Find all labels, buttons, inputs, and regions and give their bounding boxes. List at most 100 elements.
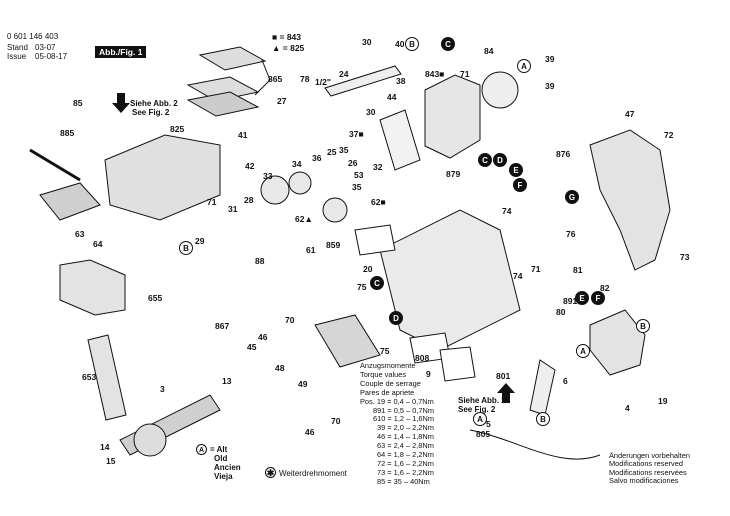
alt-marker-icon: A — [196, 444, 207, 455]
callout-siehe2a: Siehe Abb. 2 — [130, 99, 178, 108]
callout-891: 891 — [563, 296, 578, 306]
callout-805: 805 — [476, 429, 491, 439]
issue-label: Issue — [7, 52, 27, 61]
modifications-line: Modifications reservées — [609, 467, 687, 477]
callout-26: 26 — [348, 158, 358, 168]
torque-row: 46 = 1,4 – 1,8Nm — [377, 432, 434, 442]
alt-legend-line: Old — [214, 454, 228, 463]
callout-C2: C — [478, 153, 492, 167]
callout-28: 28 — [244, 195, 254, 205]
callout-19: 19 — [658, 396, 668, 406]
label-plate-20 — [354, 224, 396, 256]
label-plate-9 — [439, 346, 476, 382]
callout-F1: F — [513, 178, 527, 192]
callout-F2: F — [591, 291, 605, 305]
fan-part — [133, 423, 167, 457]
auxiliary-handle-grip — [87, 334, 127, 421]
callout-32: 32 — [373, 162, 383, 172]
rotation-note: Weiterdrehmoment — [279, 469, 347, 478]
callout-36: 36 — [312, 153, 322, 163]
callout-53: 53 — [354, 170, 364, 180]
torque-row: 891 = 0,5 – 0,7Nm — [373, 405, 435, 415]
modifications-line: Änderungen vorbehalten — [609, 451, 690, 460]
callout-3: 3 — [160, 384, 165, 394]
torque-row: 63 = 2,4 – 2,8Nm — [377, 441, 434, 451]
gear-34 — [288, 171, 312, 195]
torque-row: Pos. 19 = 0,4 – 0,7Nm — [360, 396, 434, 406]
field-coil-part — [314, 314, 381, 368]
callout-33: 33 — [263, 171, 273, 181]
callout-G1: G — [565, 190, 579, 204]
callout-47: 47 — [625, 109, 635, 119]
callout-D1: D — [493, 153, 507, 167]
cable-sleeve-part — [529, 359, 556, 416]
callout-B_mid: B — [179, 241, 193, 255]
modifications-line: Modifications reserved — [609, 459, 683, 469]
legend-843: ■ = 843 — [272, 32, 302, 42]
callout-885: 885 — [60, 128, 75, 138]
alt-legend-line: Ancien — [214, 463, 241, 472]
callout-42: 42 — [245, 161, 255, 171]
disc-84 — [481, 71, 519, 109]
callout-A_right: A — [576, 344, 590, 358]
document-number: 0 601 146 403 — [7, 32, 59, 41]
callout-62a: 62■ — [371, 197, 386, 207]
see-fig2-arrow-bottom — [497, 383, 515, 403]
callout-38: 38 — [396, 76, 406, 86]
torque-row: 64 = 1,8 – 2,2Nm — [377, 450, 434, 460]
callout-74: 74 — [502, 206, 512, 216]
callout-A_bot: A — [473, 412, 487, 426]
callout-4: 4 — [625, 403, 630, 413]
torque-title-es: Pares de apriete — [360, 387, 415, 397]
callout-76: 76 — [566, 229, 576, 239]
callout-9: 9 — [426, 369, 431, 379]
modifications-note: Änderungen vorbehalten Modifications res… — [609, 451, 690, 486]
callout-24: 24 — [339, 69, 349, 79]
callout-E2: E — [575, 291, 589, 305]
callout-63: 63 — [75, 229, 85, 239]
callout-653: 653 — [82, 372, 97, 382]
torque-title-fr: Couple de serrage — [360, 378, 421, 388]
callout-81: 81 — [573, 265, 583, 275]
issue-value: 05-08-17 — [35, 52, 68, 61]
callout-46b: 46 — [305, 427, 315, 437]
torque-table: Anzugsmomente Torque values Couple de se… — [360, 361, 435, 487]
drill-chuck-part — [39, 182, 101, 221]
callout-39a: 39 — [545, 54, 555, 64]
alt-legend-line: = Alt — [210, 445, 228, 454]
callout-14: 14 — [100, 442, 110, 452]
callout-30b: 30 — [366, 107, 376, 117]
callout-71c: 71 — [531, 264, 541, 274]
callout-85: 85 — [73, 98, 83, 108]
callout-45: 45 — [247, 342, 257, 352]
callout-64: 64 — [93, 239, 103, 249]
callout-6: 6 — [563, 376, 568, 386]
auxiliary-handle-clamp — [59, 259, 126, 316]
callout-82: 82 — [600, 283, 610, 293]
callout-61: 61 — [306, 245, 316, 255]
callout-25: 25 — [327, 147, 337, 157]
callout-84: 84 — [484, 46, 494, 56]
callout-48: 48 — [275, 363, 285, 373]
cable-part — [469, 429, 601, 460]
callout-75a: 75 — [357, 282, 367, 292]
callout-71a: 71 — [460, 69, 470, 79]
see-fig2-arrow-top — [112, 93, 130, 113]
callout-C_top: C — [441, 37, 455, 51]
callout-70b: 70 — [331, 416, 341, 426]
gear-housing-part — [424, 74, 481, 159]
callout-40: 40 — [395, 39, 405, 49]
legend-825: ▲ = 825 — [272, 43, 305, 53]
stand-value: 03-07 — [35, 43, 56, 52]
callout-46a: 46 — [258, 332, 268, 342]
torque-row: 39 = 2,0 – 2,2Nm — [377, 423, 434, 433]
callout-655: 655 — [148, 293, 163, 303]
callout-80: 80 — [556, 307, 566, 317]
cover-part-upper — [198, 46, 267, 71]
callout-29: 29 — [195, 236, 205, 246]
callout-73: 73 — [680, 252, 690, 262]
callout-75b: 75 — [380, 346, 390, 356]
torque-title-en: Torque values — [360, 369, 407, 379]
callout-seefig2b: See Fig. 2 — [458, 405, 496, 414]
chuck-key-part — [29, 148, 81, 182]
